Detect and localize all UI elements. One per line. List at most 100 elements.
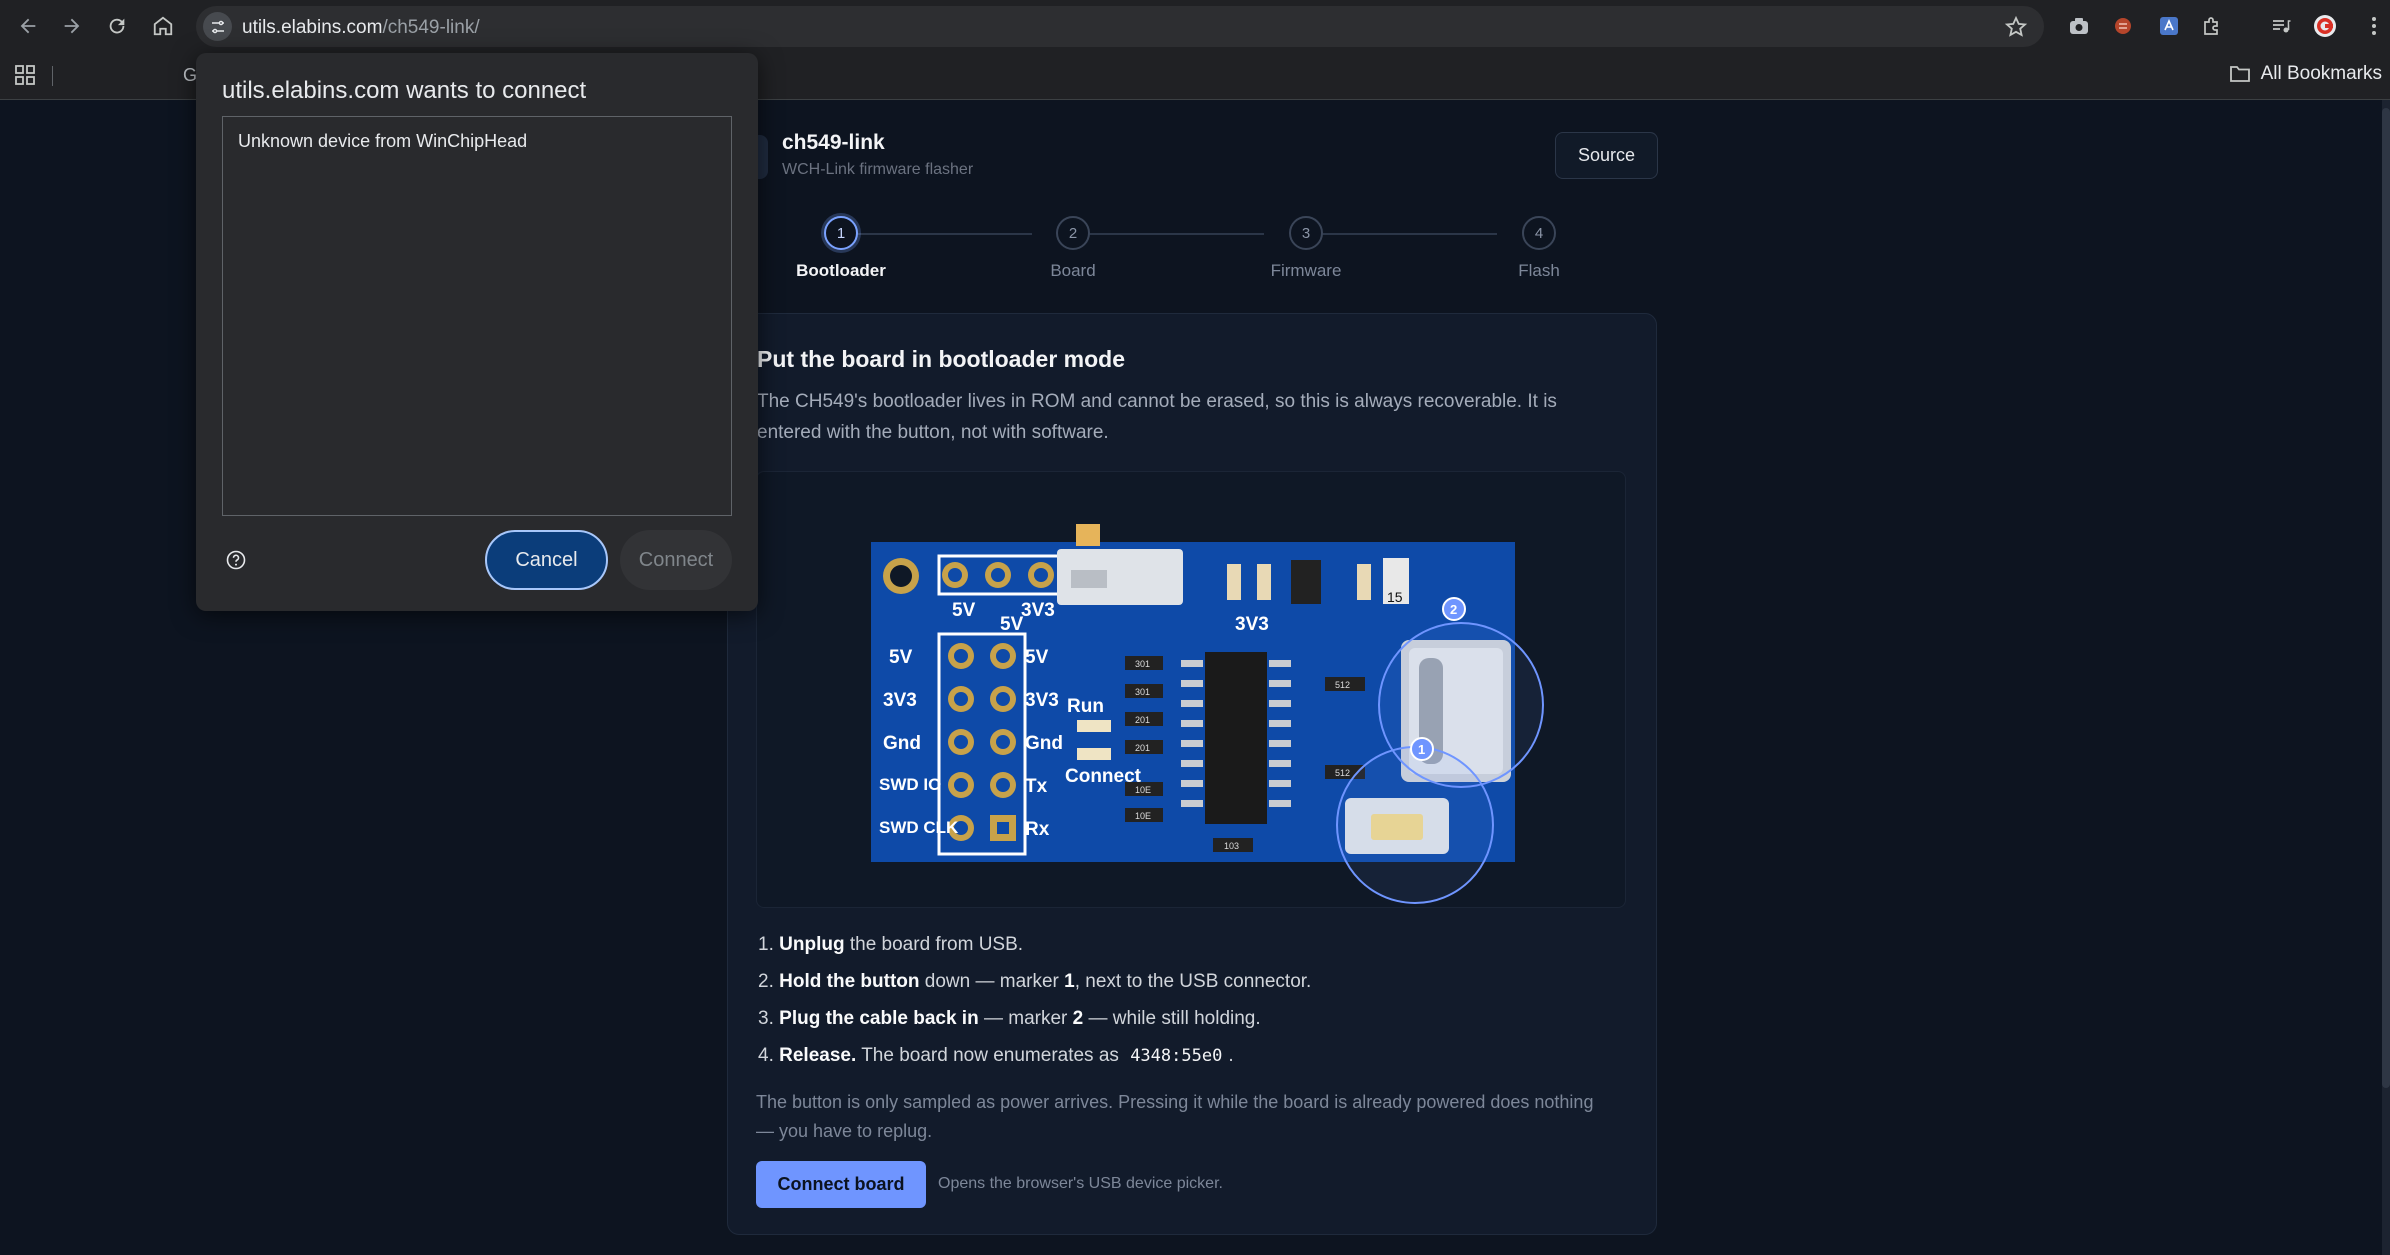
wizard-stepper: 1 Bootloader 2 Board 3 Firmware 4 Flash: [796, 216, 1560, 286]
right-pin-label: Rx: [1025, 819, 1050, 840]
source-button[interactable]: Source: [1555, 132, 1658, 179]
scrollbar-thumb[interactable]: [2382, 108, 2390, 1088]
right-pin-label: 3V3: [1025, 690, 1059, 711]
puzzle-extensions-icon[interactable]: [2200, 14, 2224, 38]
device-list[interactable]: Unknown device from WinChipHead: [222, 116, 732, 516]
board-diagram: 5V 3V3 5V 3V3: [871, 524, 1544, 904]
resistor-label: 201: [1135, 743, 1150, 753]
url-path: /ch549-link/: [382, 17, 480, 38]
url-domain: utils.elabins.com: [242, 17, 383, 38]
instruction-list: 1. Unplug the board from USB. 2. Hold th…: [758, 926, 1618, 1074]
browser-toolbar: utils.elabins.com/ch549-link/: [0, 0, 2390, 53]
marker-badge: 1: [1418, 742, 1425, 757]
step-label: Bootloader: [796, 261, 886, 280]
right-pin-label: Gnd: [1025, 733, 1063, 754]
step-label: Firmware: [1270, 261, 1342, 280]
media-queue-icon[interactable]: [2269, 14, 2293, 38]
vid-pid-code: 4348:55e0: [1130, 1046, 1223, 1066]
app-title: ch549-link: [782, 131, 885, 154]
step-flash[interactable]: 4 Flash: [1479, 216, 1599, 281]
address-bar[interactable]: utils.elabins.com/ch549-link/: [196, 6, 2044, 47]
resistor-label: 301: [1135, 687, 1150, 697]
profile-avatar-icon[interactable]: [2313, 14, 2337, 38]
left-pin-label: Gnd: [883, 733, 921, 754]
step-bootloader[interactable]: 1 Bootloader: [781, 216, 901, 281]
site-info-button[interactable]: [203, 12, 232, 41]
resistor-label: 512: [1335, 680, 1350, 690]
device-list-item[interactable]: Unknown device from WinChipHead: [238, 131, 528, 151]
home-button[interactable]: [146, 9, 180, 43]
menu-kebab-icon[interactable]: [2362, 14, 2386, 38]
edge-label: 15: [1387, 589, 1403, 605]
left-pin-label: 5V: [889, 647, 913, 668]
step-number: 2: [1056, 216, 1090, 250]
bookmark-item[interactable]: G: [183, 65, 198, 85]
tune-icon: [211, 20, 224, 33]
home-icon: [153, 16, 173, 36]
marker-ring-1: [1336, 746, 1494, 904]
led-label: Connect: [1065, 766, 1142, 787]
instruction-item: 4. Release. The board now enumerates as …: [758, 1045, 1234, 1066]
translate-extension-icon[interactable]: [2157, 14, 2181, 38]
resistor-label: 301: [1135, 659, 1150, 669]
arrow-left-icon: [20, 18, 36, 34]
right-pin-label: 5V: [1025, 647, 1049, 668]
resistor-label: 10E: [1135, 811, 1151, 821]
switch-label: 3V3: [1235, 614, 1269, 635]
resistor-label: 201: [1135, 715, 1150, 725]
step-connector: [1073, 233, 1264, 235]
instruction-item: 1. Unplug the board from USB.: [758, 934, 1024, 955]
camera-extension-icon[interactable]: [2067, 14, 2091, 38]
back-button[interactable]: [11, 9, 45, 43]
all-bookmarks-label: All Bookmarks: [2260, 63, 2382, 84]
instruction-item: 2. Hold the button down — marker 1, next…: [758, 971, 1312, 992]
card-title: Put the board in bootloader mode: [757, 346, 1125, 372]
step-label: Flash: [1518, 261, 1560, 280]
connect-button[interactable]: Connect: [620, 530, 732, 590]
switch-label: 5V: [1000, 614, 1024, 635]
reload-button[interactable]: [100, 9, 134, 43]
step-number: 4: [1522, 216, 1556, 250]
forward-button[interactable]: [55, 9, 89, 43]
pin-label: 5V: [952, 600, 976, 621]
dialog-title: utils.elabins.com wants to connect: [222, 77, 587, 104]
step-number: 1: [824, 216, 858, 250]
left-pin-label: SWD IO: [879, 775, 941, 794]
step-connector: [1306, 233, 1497, 235]
url-text: utils.elabins.com/ch549-link/: [242, 17, 480, 39]
reload-icon: [109, 18, 125, 34]
bootloader-card: Put the board in bootloader mode The CH5…: [727, 313, 1657, 1235]
arrow-right-icon: [64, 18, 80, 34]
connect-hint: Opens the browser's USB device picker.: [938, 1175, 1223, 1192]
help-icon[interactable]: [226, 550, 246, 570]
step-number: 3: [1289, 216, 1323, 250]
bookmark-star-icon[interactable]: [2004, 15, 2028, 39]
resistor-label: 512: [1335, 768, 1350, 778]
step-label: Board: [1050, 261, 1096, 280]
bookmarks-divider: [52, 66, 53, 86]
instruction-item: 3. Plug the cable back in — marker 2 — w…: [758, 1008, 1261, 1029]
connect-board-button[interactable]: Connect board: [756, 1161, 926, 1208]
all-bookmarks-button[interactable]: All Bookmarks: [2229, 63, 2382, 85]
app-header: ch549-link WCH-Link firmware flasher Sou…: [740, 125, 1658, 195]
left-pin-label: SWD CLK: [879, 818, 959, 837]
resistor-label: 103: [1224, 841, 1239, 851]
apps-grid-icon[interactable]: [14, 64, 36, 86]
shield-extension-icon[interactable]: [2111, 14, 2135, 38]
step-firmware[interactable]: 3 Firmware: [1246, 216, 1366, 281]
folder-icon: [2229, 66, 2250, 82]
resistor-label: 10E: [1135, 785, 1151, 795]
cancel-button[interactable]: Cancel: [485, 530, 608, 590]
right-pin-label: Tx: [1025, 776, 1048, 797]
led-label: Run: [1067, 696, 1104, 717]
step-board[interactable]: 2 Board: [1013, 216, 1133, 281]
marker-badge: 2: [1450, 602, 1457, 617]
replug-note: The button is only sampled as power arri…: [756, 1092, 1594, 1141]
left-pin-label: 3V3: [883, 690, 917, 711]
usb-chooser-dialog: utils.elabins.com wants to connect Unkno…: [196, 53, 758, 611]
step-connector: [841, 233, 1032, 235]
app-subtitle: WCH-Link firmware flasher: [782, 161, 974, 178]
card-description: The CH549's bootloader lives in ROM and …: [757, 391, 1557, 443]
pin-label: 3V3: [1021, 600, 1055, 621]
board-illustration: 5V 3V3 5V 3V3: [756, 471, 1626, 908]
